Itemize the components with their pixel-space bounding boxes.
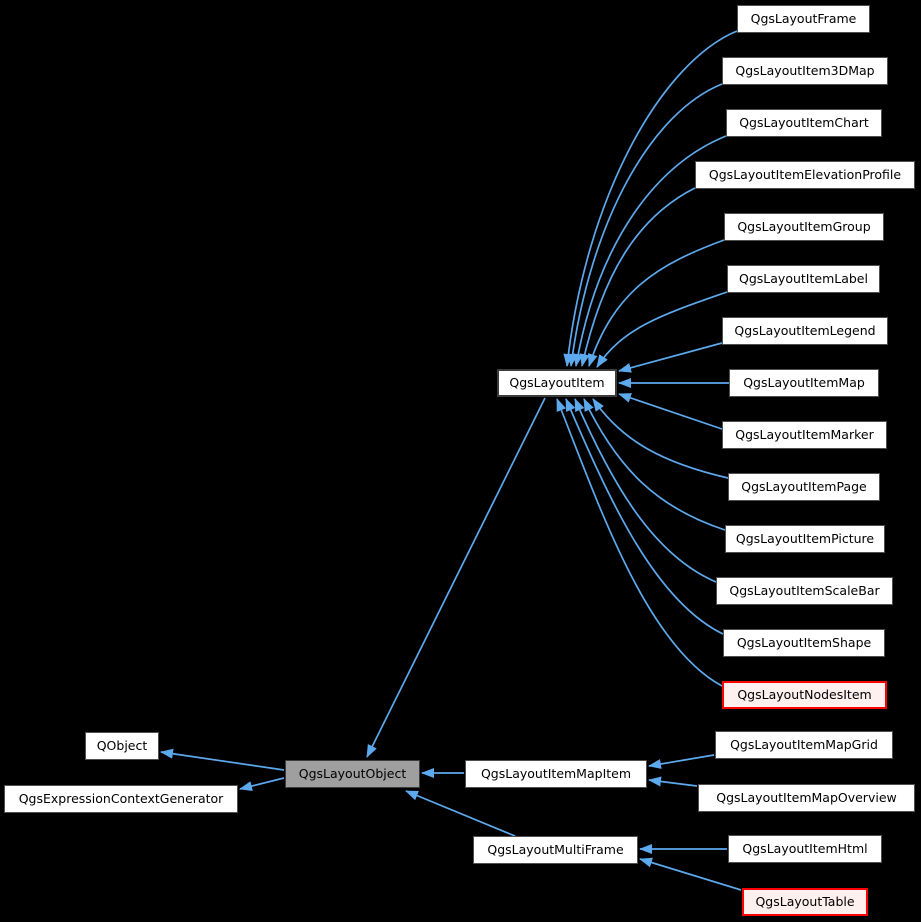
node-label: QgsLayoutItemShape <box>736 634 872 650</box>
node-qgslayouttable[interactable]: QgsLayoutTable <box>742 888 868 916</box>
node-label: QgsLayoutItemElevationProfile <box>708 166 902 182</box>
edge-qgslayoutitemmarker-to-qgslayoutitem <box>618 393 723 430</box>
node-label: QgsLayoutItemLabel <box>739 270 868 286</box>
edge-qgslayoutitemlabel-to-qgslayoutitem <box>596 291 728 368</box>
node-label: QgsLayoutItemMapItem <box>480 765 632 781</box>
edge-qgslayoutitempicture-to-qgslayoutitem <box>583 398 726 531</box>
node-label: QgsLayoutItemHtml <box>742 840 868 856</box>
node-qgslayoutitemchart[interactable]: QgsLayoutItemChart <box>726 109 882 137</box>
edge-qgslayoutitempage-to-qgslayoutitem <box>592 398 729 479</box>
node-label: QgsLayoutMultiFrame <box>487 841 624 857</box>
node-label: QgsLayoutItemMarker <box>735 426 874 442</box>
edge-qgslayoutitemmapoverview-to-qgslayoutitemmapitem <box>648 776 698 787</box>
node-qobject[interactable]: QObject <box>85 732 159 760</box>
node-qgslayoutitemmap[interactable]: QgsLayoutItemMap <box>729 369 879 397</box>
edge-qgslayoutnodesitem-to-qgslayoutitem <box>556 398 723 687</box>
node-label: QgsExpressionContextGenerator <box>18 790 224 806</box>
edge-qgslayoutobject-to-qgsexpressioncontextgenerator <box>239 777 285 791</box>
edge-qgslayoutitemgroup-to-qgslayoutitem <box>588 239 725 367</box>
node-label: QgsLayoutItemMap <box>743 374 865 390</box>
node-label: QgsLayoutItem <box>509 374 605 390</box>
node-qgslayoutitemlabel[interactable]: QgsLayoutItemLabel <box>727 265 880 293</box>
edge-qgslayouttable-to-qgslayoutmultiframe <box>639 857 742 891</box>
node-qgslayoutitemelevationprofile[interactable]: QgsLayoutItemElevationProfile <box>695 161 915 189</box>
node-qgslayoutitemlegend[interactable]: QgsLayoutItemLegend <box>722 317 888 345</box>
node-label: QgsLayoutFrame <box>750 10 857 26</box>
node-qgsexpressioncontextgenerator[interactable]: QgsExpressionContextGenerator <box>4 785 238 813</box>
node-label: QgsLayoutItem3DMap <box>735 62 875 78</box>
edge-qgslayoutitemlegend-to-qgslayoutitem <box>618 342 723 373</box>
node-label: QgsLayoutItemMapGrid <box>730 736 878 752</box>
node-qgslayoutitempicture[interactable]: QgsLayoutItemPicture <box>725 525 885 553</box>
node-qgslayoutitem[interactable]: QgsLayoutItem <box>497 369 617 397</box>
node-qgslayoutitemmapitem[interactable]: QgsLayoutItemMapItem <box>465 760 647 788</box>
node-qgslayoutitemshape[interactable]: QgsLayoutItemShape <box>723 629 885 657</box>
node-label: QgsLayoutItemScaleBar <box>729 582 880 598</box>
node-label: QgsLayoutItemMapOverview <box>716 789 897 805</box>
node-qgslayoutobject[interactable]: QgsLayoutObject <box>285 760 420 788</box>
node-label: QObject <box>96 737 148 753</box>
node-qgslayoutitemmapoverview[interactable]: QgsLayoutItemMapOverview <box>698 784 915 812</box>
node-label: QgsLayoutObject <box>298 765 407 781</box>
edge-qgslayoutframe-to-qgslayoutitem <box>563 30 738 367</box>
node-qgslayoutitemhtml[interactable]: QgsLayoutItemHtml <box>728 835 882 863</box>
edge-qgslayoutitemshape-to-qgslayoutitem <box>565 398 724 635</box>
node-qgslayoutitempage[interactable]: QgsLayoutItemPage <box>728 473 880 501</box>
edge-qgslayoutitemscalebar-to-qgslayoutitem <box>574 398 717 583</box>
edge-qgslayoutitemelevationprofile-to-qgslayoutitem <box>579 187 696 367</box>
node-qgslayoutnodesitem[interactable]: QgsLayoutNodesItem <box>722 681 887 709</box>
edge-qgslayoutobject-to-qobject <box>160 748 285 771</box>
edge-qgslayoutitemmapgrid-to-qgslayoutitemmapitem <box>648 754 715 769</box>
node-qgslayoutitem3dmap[interactable]: QgsLayoutItem3DMap <box>722 57 888 85</box>
node-label: QgsLayoutItemChart <box>739 114 869 130</box>
node-qgslayoutitemmapgrid[interactable]: QgsLayoutItemMapGrid <box>715 731 893 759</box>
node-qgslayoutframe[interactable]: QgsLayoutFrame <box>737 5 870 33</box>
node-label: QgsLayoutItemLegend <box>734 322 876 338</box>
node-qgslayoutitemgroup[interactable]: QgsLayoutItemGroup <box>724 213 884 241</box>
node-label: QgsLayoutNodesItem <box>737 686 872 702</box>
node-qgslayoutmultiframe[interactable]: QgsLayoutMultiFrame <box>473 836 638 864</box>
node-qgslayoutitemscalebar[interactable]: QgsLayoutItemScaleBar <box>716 577 893 605</box>
node-label: QgsLayoutItemGroup <box>737 218 871 234</box>
edge-qgslayoutmultiframe-to-qgslayoutobject <box>405 790 516 837</box>
node-qgslayoutitemmarker[interactable]: QgsLayoutItemMarker <box>722 421 887 449</box>
node-label: QgsLayoutItemPicture <box>735 530 875 546</box>
node-label: QgsLayoutTable <box>755 893 855 909</box>
node-label: QgsLayoutItemPage <box>741 478 867 494</box>
edge-qgslayoutitem-to-qgslayoutobject <box>366 397 546 758</box>
edge-qgslayoutitemchart-to-qgslayoutitem <box>573 135 727 367</box>
edge-qgslayoutitem3dmap-to-qgslayoutitem <box>567 83 723 367</box>
